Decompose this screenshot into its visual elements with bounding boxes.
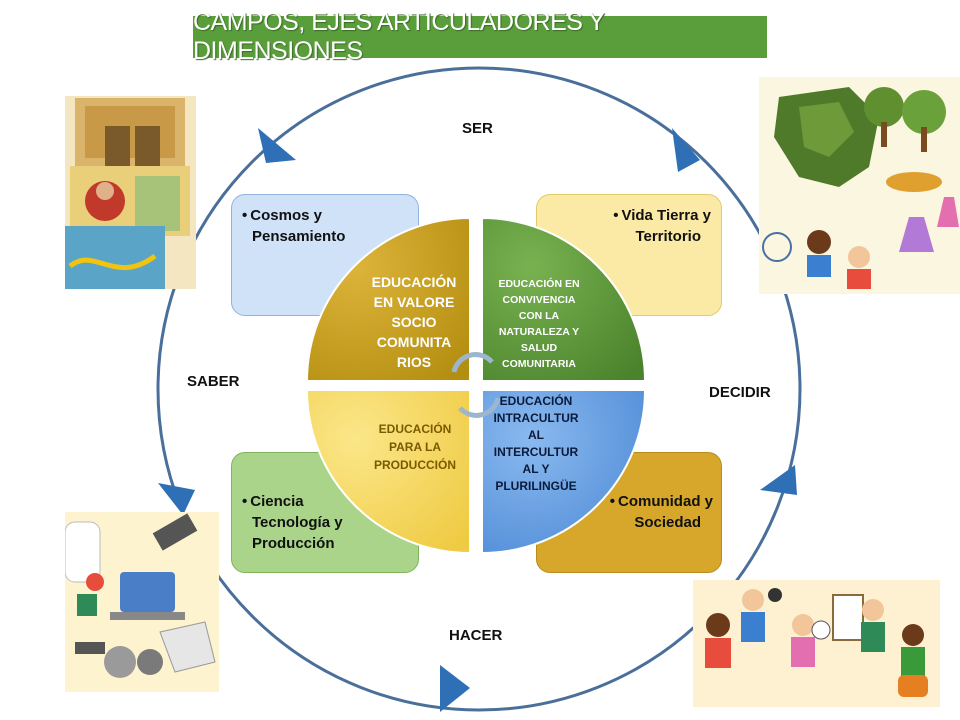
axis-line: CONVIVENCIA: [502, 294, 576, 306]
center-cycle-arrow-top: [451, 352, 494, 373]
axis-text-produccion: EDUCACIÓN PARA LA PRODUCCIÓN: [360, 420, 470, 474]
ring-arrow-top-right: [672, 128, 700, 172]
axis-line: INTRACULTUR: [493, 411, 579, 425]
axis-text-naturaleza: EDUCACIÓN EN CONVIVENCIA CON LA NATURALE…: [484, 276, 594, 372]
illustration-comunidad: [693, 580, 940, 707]
ring-arrow-bottom: [440, 665, 470, 712]
label-decidir: DECIDIR: [709, 384, 771, 401]
axis-line: COMUNITARIA: [502, 358, 576, 370]
field-line: Ciencia: [250, 493, 304, 510]
ring-arrow-right: [760, 465, 797, 495]
axis-line: EDUCACIÓN EN: [498, 278, 580, 290]
axis-quadrant-valores: [305, 216, 471, 382]
label-ser: SER: [462, 120, 493, 137]
axis-text-valores: EDUCACIÓN EN VALORE SOCIO COMUNITA RIOS: [358, 272, 470, 372]
axis-line: PLURILINGÜE: [495, 479, 577, 493]
axis-line: PARA LA: [389, 440, 441, 454]
label-hacer: HACER: [449, 627, 503, 644]
axis-text-intercultural: EDUCACIÓN INTRACULTUR AL INTERCULTUR AL …: [484, 393, 588, 495]
axis-line: RIOS: [396, 354, 432, 370]
axis-quadrant-intercultural: [481, 389, 647, 555]
axis-line: SALUD: [520, 342, 558, 354]
axis-line: PRODUCCIÓN: [373, 458, 456, 472]
axis-line: EDUCACIÓN: [371, 274, 457, 290]
field-line: Pensamiento: [252, 228, 346, 245]
axis-line: EN VALORE: [373, 294, 455, 310]
illustration-cosmos: [65, 96, 196, 289]
axis-line: COMUNITA: [376, 334, 452, 350]
axis-line: INTERCULTUR: [493, 445, 579, 459]
label-saber: SABER: [187, 373, 240, 390]
center-cycle-arrow-bottom: [458, 397, 501, 418]
field-line: Cosmos y: [250, 207, 322, 224]
field-line: Comunidad y: [617, 493, 713, 510]
axis-quadrant-naturaleza: [481, 216, 647, 382]
axis-line: SOCIO: [391, 314, 437, 330]
axis-quadrant-produccion: [305, 389, 471, 555]
axis-line: NATURALEZA Y: [498, 326, 580, 338]
axis-line: AL: [528, 428, 544, 442]
ring-arrow-left: [158, 483, 195, 515]
axis-line: EDUCACIÓN: [499, 394, 573, 408]
illustration-tecnologia: [65, 512, 219, 692]
axis-line: EDUCACIÓN: [378, 422, 452, 436]
field-line: Territorio: [635, 228, 701, 245]
field-line: Tecnología y: [252, 514, 343, 531]
field-line: Vida Tierra y: [621, 207, 711, 224]
axis-line: AL Y: [522, 462, 550, 476]
illustration-naturaleza: [759, 77, 960, 294]
field-line: Producción: [252, 535, 335, 552]
field-line: Sociedad: [634, 514, 701, 531]
ring-arrow-top-left: [258, 128, 296, 163]
axis-line: CON LA: [518, 310, 560, 322]
